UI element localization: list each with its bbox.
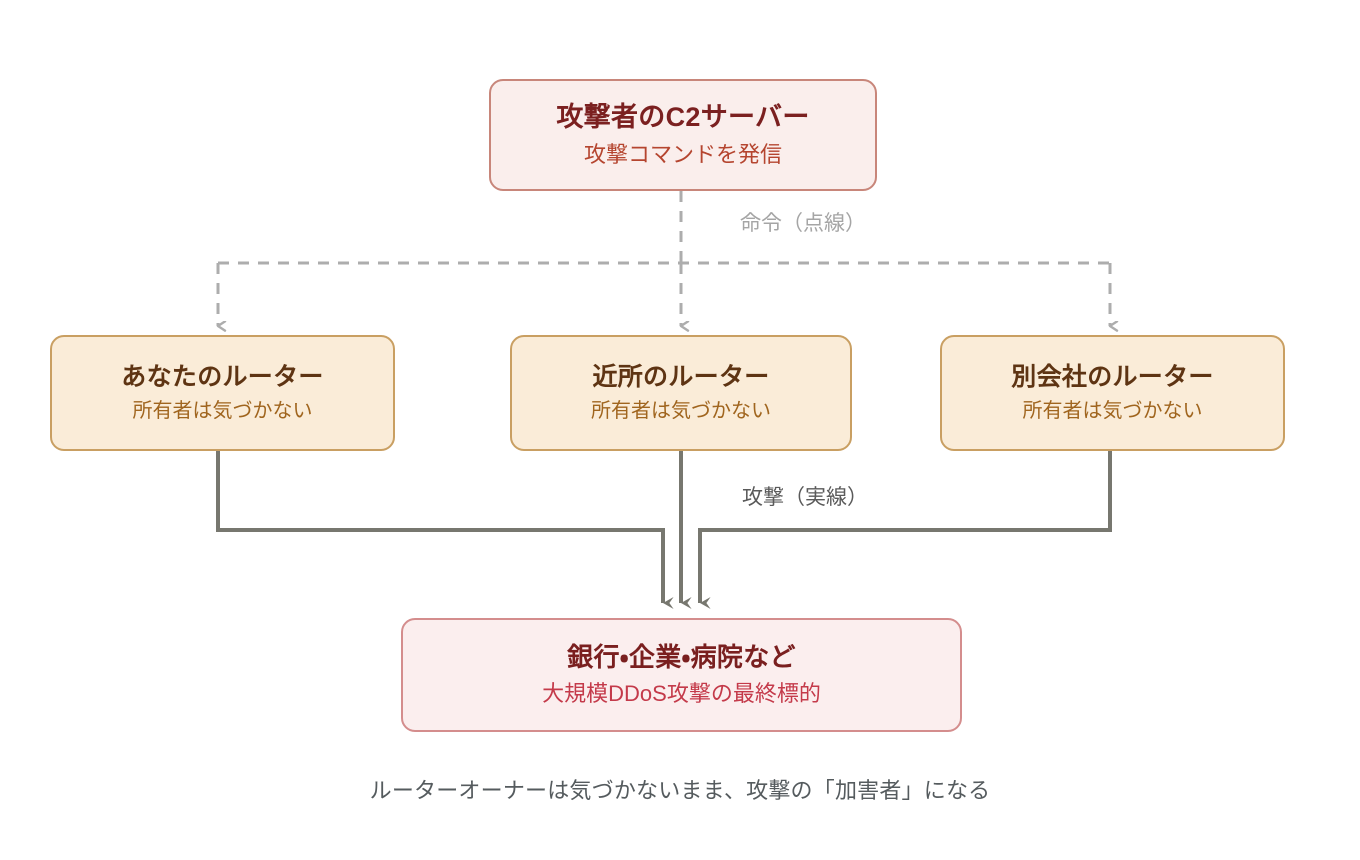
attack-edges [216,451,1112,610]
node-router-company-title: 別会社のルーター [1011,362,1214,391]
attack-edge-from-router-company [698,451,1112,610]
command-edges [216,191,1110,326]
node-router-company[interactable]: 別会社のルーター 所有者は気づかない [940,335,1285,451]
attack-edge-from-router-yours [216,451,674,610]
node-c2-server-subtitle: 攻撃コマンドを発信 [583,141,782,167]
node-router-company-subtitle: 所有者は気づかない [1022,400,1203,423]
command-edge-label: 命令（点線） [740,212,866,235]
node-router-neighbor-subtitle: 所有者は気づかない [591,400,771,423]
node-router-yours-subtitle: 所有者は気づかない [132,400,313,423]
node-router-neighbor-title: 近所のルーター [592,362,770,391]
node-target-victims-title: 銀行・企業・病院など [567,642,796,673]
node-target-victims-subtitle: 大規模DDoS攻撃の最終標的 [542,680,821,706]
node-router-yours[interactable]: あなたのルーター 所有者は気づかない [50,335,395,451]
diagram-caption: ルーターオーナーは気づかないまま、攻撃の「加害者」になる [369,778,991,803]
node-router-neighbor[interactable]: 近所のルーター 所有者は気づかない [510,335,852,451]
node-c2-server[interactable]: 攻撃者のC2サーバー 攻撃コマンドを発信 [489,79,877,191]
node-router-yours-title: あなたのルーター [121,362,324,391]
node-target-victims[interactable]: 銀行・企業・病院など 大規模DDoS攻撃の最終標的 [401,618,962,732]
node-c2-server-title: 攻撃者のC2サーバー [556,101,810,132]
attack-edge-label: 攻撃（実線） [742,486,868,509]
